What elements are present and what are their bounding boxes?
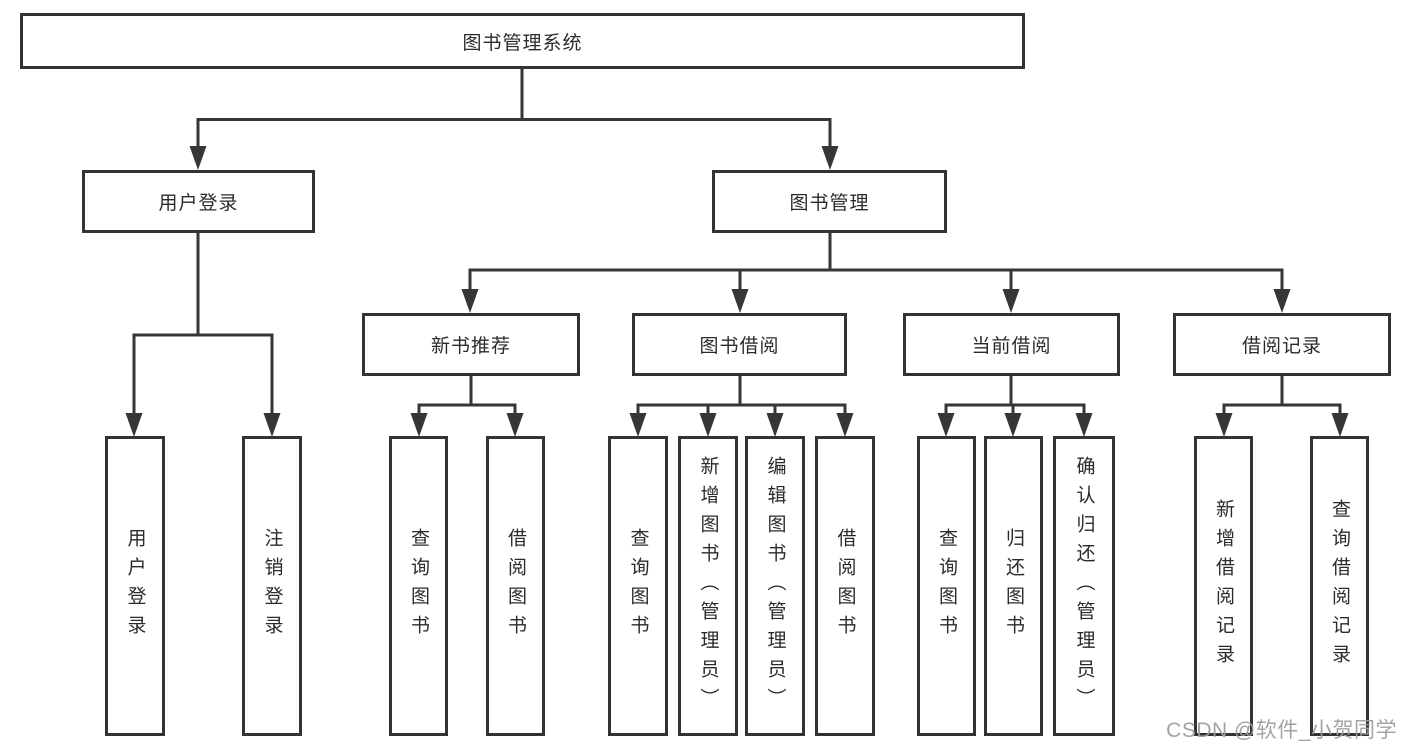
leaf-edit-book-admin: 编辑图书（管理员） xyxy=(745,436,805,736)
arrow-head-icon xyxy=(189,146,207,170)
arrow-head-icon xyxy=(410,413,428,437)
leaf-borrow-books-borrowing: 借阅图书 xyxy=(815,436,875,736)
leaf-edit-book-admin-label: 编辑图书（管理员） xyxy=(764,455,786,717)
leaf-logout-label: 注销登录 xyxy=(261,528,283,644)
arrow-head-icon xyxy=(1215,413,1233,437)
arrow-head-icon xyxy=(1273,289,1291,313)
leaf-confirm-return-admin: 确认归还（管理员） xyxy=(1053,436,1115,736)
node-current-borrowing-label: 当前借阅 xyxy=(971,336,1052,357)
leaf-logout: 注销登录 xyxy=(242,436,302,736)
leaf-query-borrow-record-label: 查询借阅记录 xyxy=(1329,499,1350,673)
leaf-return-books-label: 归还图书 xyxy=(1003,528,1024,644)
leaf-return-books: 归还图书 xyxy=(984,436,1043,736)
leaf-add-book-admin-label: 新增图书（管理员） xyxy=(697,455,719,717)
leaf-add-borrow-record: 新增借阅记录 xyxy=(1194,436,1253,736)
arrow-head-icon xyxy=(1004,413,1022,437)
arrow-head-icon xyxy=(766,413,784,437)
node-book-borrowing-label: 图书借阅 xyxy=(699,336,780,357)
node-borrow-records: 借阅记录 xyxy=(1173,313,1391,376)
leaf-user-login: 用户登录 xyxy=(105,436,165,736)
leaf-query-books-current: 查询图书 xyxy=(917,436,976,736)
leaf-borrow-books-recommend: 借阅图书 xyxy=(486,436,545,736)
csdn-watermark: CSDN @软件_小贺同学 xyxy=(1166,719,1397,742)
arrow-head-icon xyxy=(699,413,717,437)
node-user-login-label: 用户登录 xyxy=(158,193,239,214)
arrow-head-icon xyxy=(1002,289,1020,313)
arrow-head-icon xyxy=(836,413,854,437)
arrow-head-icon xyxy=(506,413,524,437)
arrow-head-icon xyxy=(1075,413,1093,437)
leaf-user-login-label: 用户登录 xyxy=(124,528,146,644)
leaf-query-books-current-label: 查询图书 xyxy=(936,528,957,644)
node-book-borrowing: 图书借阅 xyxy=(632,313,847,376)
arrow-head-icon xyxy=(821,146,839,170)
node-user-login: 用户登录 xyxy=(82,170,315,233)
leaf-add-borrow-record-label: 新增借阅记录 xyxy=(1213,499,1234,673)
node-current-borrowing: 当前借阅 xyxy=(903,313,1120,376)
node-borrow-records-label: 借阅记录 xyxy=(1241,336,1322,357)
leaf-add-book-admin: 新增图书（管理员） xyxy=(678,436,738,736)
arrow-head-icon xyxy=(937,413,955,437)
leaf-query-borrow-record: 查询借阅记录 xyxy=(1310,436,1369,736)
arrow-head-icon xyxy=(1331,413,1349,437)
node-book-management-label: 图书管理 xyxy=(789,193,870,214)
node-book-management: 图书管理 xyxy=(712,170,947,233)
arrow-head-icon xyxy=(263,413,281,437)
leaf-borrow-books-recommend-label: 借阅图书 xyxy=(505,528,526,644)
leaf-confirm-return-admin-label: 确认归还（管理员） xyxy=(1073,455,1095,717)
arrow-head-icon xyxy=(125,413,143,437)
leaf-query-books-recommend: 查询图书 xyxy=(389,436,448,736)
leaf-borrow-books-borrowing-label: 借阅图书 xyxy=(834,528,856,644)
leaf-query-books-recommend-label: 查询图书 xyxy=(408,528,429,644)
node-library-system: 图书管理系统 xyxy=(20,13,1025,69)
arrow-head-icon xyxy=(461,289,479,313)
leaf-query-books-borrowing: 查询图书 xyxy=(608,436,668,736)
node-new-book-recommend-label: 新书推荐 xyxy=(430,336,511,357)
arrow-head-icon xyxy=(731,289,749,313)
node-library-system-label: 图书管理系统 xyxy=(462,32,583,54)
node-new-book-recommend: 新书推荐 xyxy=(362,313,580,376)
arrow-head-icon xyxy=(629,413,647,437)
leaf-query-books-borrowing-label: 查询图书 xyxy=(627,528,649,644)
